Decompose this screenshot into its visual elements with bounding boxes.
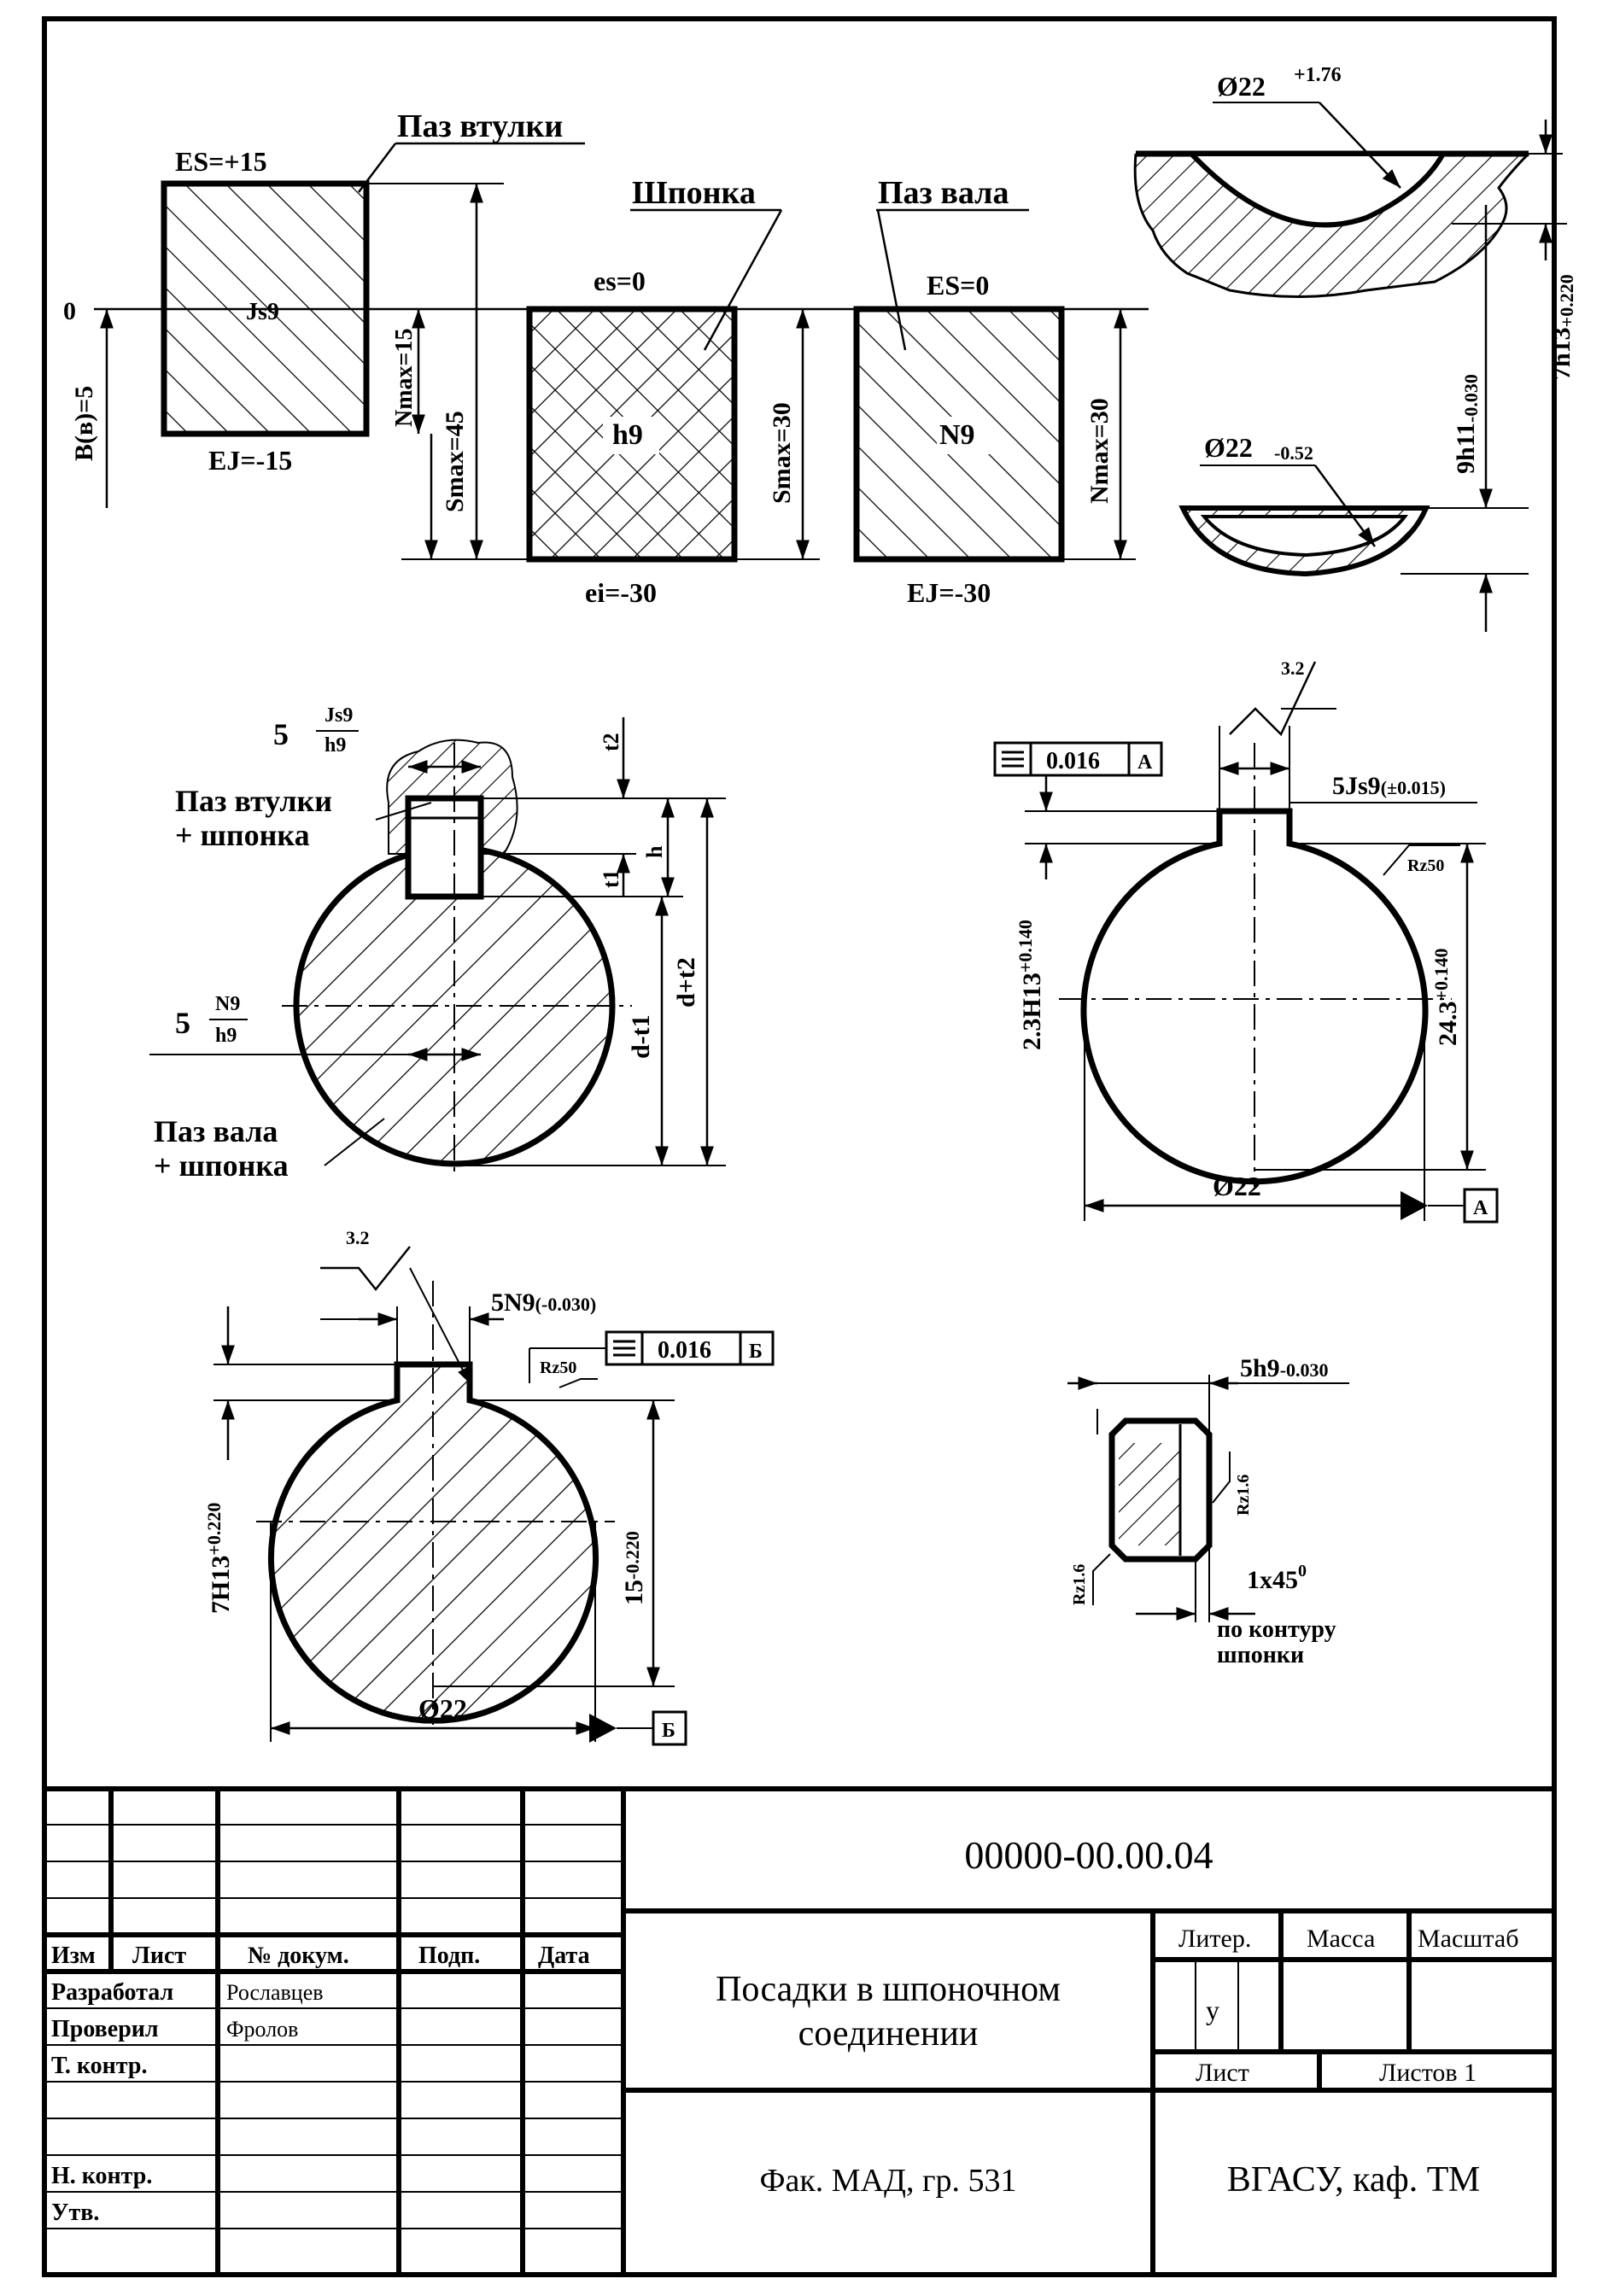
svg-text:h9: h9 xyxy=(325,734,346,757)
svg-text:ВГАСУ, каф. ТМ: ВГАСУ, каф. ТМ xyxy=(1227,2160,1480,2200)
svg-text:Н. контр.: Н. контр. xyxy=(51,2163,152,2189)
svg-text:2.3H13+0.140: 2.3H13+0.140 xyxy=(1015,920,1046,1050)
svg-text:+ шпонка: + шпонка xyxy=(154,1148,289,1183)
svg-text:Nmax=30: Nmax=30 xyxy=(1085,398,1114,504)
svg-text:7h13+0.220: 7h13+0.220 xyxy=(1547,274,1577,380)
ei-key: ei=-30 xyxy=(585,577,657,608)
svg-text:Т. контр.: Т. контр. xyxy=(51,2053,147,2079)
svg-text:Литер.: Литер. xyxy=(1178,1925,1251,1953)
svg-text:0.016: 0.016 xyxy=(1046,748,1100,774)
svg-text:шпонки: шпонки xyxy=(1217,1642,1304,1668)
svg-text:+1.76: +1.76 xyxy=(1294,64,1342,86)
key-section: 5h9-0.030 Rz1.6 Rz1.6 1x450 по контуру ш… xyxy=(1067,1354,1349,1668)
svg-text:Рославцев: Рославцев xyxy=(226,1980,324,2005)
svg-text:Б: Б xyxy=(662,1720,675,1742)
tolerance-fields-diagram: 0 B(в)=5 Js9 ES=+15 EJ=-15 Паз втулки h9… xyxy=(63,108,1149,608)
svg-text:Фак. МАД, гр. 531: Фак. МАД, гр. 531 xyxy=(759,2163,1016,2199)
svg-text:5Js9(±0.015): 5Js9(±0.015) xyxy=(1332,772,1446,800)
svg-text:24.3+0.140: 24.3+0.140 xyxy=(1430,948,1462,1046)
bushing-section: 3.2 5Js9(±0.015) 0.016 A 2.3H13+0.140 Rz… xyxy=(993,657,1499,1224)
svg-text:h9: h9 xyxy=(215,1025,237,1047)
key-title: Шпонка xyxy=(632,175,756,211)
svg-text:Изм: Изм xyxy=(51,1943,96,1969)
drawing-frame xyxy=(42,16,1557,2277)
bushing-slot-title: Паз втулки xyxy=(397,108,563,144)
svg-text:A: A xyxy=(1473,1197,1488,1219)
svg-text:5: 5 xyxy=(273,717,289,751)
svg-text:Smax=30: Smax=30 xyxy=(768,402,796,504)
b-dimension: B(в)=5 xyxy=(70,309,114,508)
js9-label: Js9 xyxy=(246,299,279,325)
svg-text:Smax=45: Smax=45 xyxy=(441,411,469,512)
es-key: es=0 xyxy=(594,266,646,296)
svg-text:Js9: Js9 xyxy=(325,704,353,727)
svg-text:Подп.: Подп. xyxy=(418,1943,480,1969)
svg-text:3.2: 3.2 xyxy=(1281,657,1305,679)
svg-text:t1: t1 xyxy=(599,869,623,888)
svg-text:у: у xyxy=(1206,1995,1219,2025)
svg-text:Утв.: Утв. xyxy=(51,2200,99,2226)
zero-label: 0 xyxy=(63,297,76,325)
js9-field xyxy=(161,180,370,437)
svg-text:Проверил: Проверил xyxy=(51,2016,159,2042)
svg-text:Rz50: Rz50 xyxy=(540,1358,576,1377)
svg-text:№ докум.: № докум. xyxy=(248,1943,349,1969)
svg-text:по контуру: по контуру xyxy=(1217,1616,1336,1643)
title-block: Изм Лист № докум. Подп. Дата Разработал … xyxy=(44,1786,1554,2275)
symmetry-tolerance-frame-a: 0.016 A xyxy=(993,741,1163,811)
es-shaft: ES=0 xyxy=(927,270,989,301)
svg-text:B(в)=5: B(в)=5 xyxy=(70,386,98,461)
svg-text:Б: Б xyxy=(749,1341,763,1363)
svg-text:h: h xyxy=(642,845,667,858)
svg-text:Паз вала: Паз вала xyxy=(154,1114,278,1148)
svg-text:Масса: Масса xyxy=(1307,1925,1375,1953)
svg-text:Посадки в шпоночном: Посадки в шпоночном xyxy=(716,1970,1061,2009)
ej-bushing: EJ=-15 xyxy=(208,445,292,476)
svg-text:d+t2: d+t2 xyxy=(672,957,700,1008)
assembly-section: 5 Js9 h9 Паз втулки + шпонка 5 N9 h9 Паз… xyxy=(149,704,726,1183)
svg-text:Паз втулки: Паз втулки xyxy=(175,784,332,818)
svg-text:Rz1.6: Rz1.6 xyxy=(1234,1475,1253,1516)
svg-text:t2: t2 xyxy=(599,733,623,751)
svg-text:1x450: 1x450 xyxy=(1247,1562,1307,1594)
svg-text:9h11-0.030: 9h11-0.030 xyxy=(1452,374,1482,474)
svg-text:Разработал: Разработал xyxy=(51,1979,173,2006)
svg-text:Лист: Лист xyxy=(1196,2059,1249,2087)
svg-text:+ шпонка: + шпонка xyxy=(175,818,310,852)
svg-text:7H13+0.220: 7H13+0.220 xyxy=(203,1503,235,1614)
svg-text:Ø22: Ø22 xyxy=(418,1693,467,1724)
svg-text:3.2: 3.2 xyxy=(346,1227,370,1248)
h9-label: h9 xyxy=(612,419,643,451)
svg-text:5: 5 xyxy=(175,1006,190,1040)
svg-text:15-0.220: 15-0.220 xyxy=(620,1531,648,1605)
svg-text:Rz1.6: Rz1.6 xyxy=(1070,1564,1089,1605)
svg-text:5N9(-0.030): 5N9(-0.030) xyxy=(491,1288,596,1317)
svg-text:Ø22: Ø22 xyxy=(1217,71,1266,102)
svg-text:соединении: соединении xyxy=(798,2014,979,2054)
svg-text:5h9-0.030: 5h9-0.030 xyxy=(1240,1354,1329,1382)
svg-text:Лист: Лист xyxy=(132,1943,186,1969)
symmetry-tolerance-frame-b: 0.016 Б xyxy=(529,1330,775,1383)
document-number: 00000-00.00.04 xyxy=(964,1833,1213,1877)
svg-text:Ø22: Ø22 xyxy=(1204,432,1253,463)
shaft-slot-title: Паз вала xyxy=(878,175,1009,211)
svg-text:Листов 1: Листов 1 xyxy=(1379,2059,1477,2087)
svg-text:-0.52: -0.52 xyxy=(1274,442,1313,464)
es-bushing: ES=+15 xyxy=(175,146,267,177)
svg-text:N9: N9 xyxy=(215,993,240,1015)
shaft-section: 3.2 5N9(-0.030) 0.016 Б Rz50 7H13+0.220 xyxy=(203,1227,775,1746)
svg-text:Масштаб: Масштаб xyxy=(1418,1925,1518,1953)
svg-text:Дата: Дата xyxy=(538,1943,590,1969)
svg-text:Ø22: Ø22 xyxy=(1213,1171,1261,1201)
n9-label: N9 xyxy=(939,419,975,451)
ej-shaft: EJ=-30 xyxy=(907,577,991,608)
svg-text:Nmax=15: Nmax=15 xyxy=(391,329,418,428)
svg-text:A: A xyxy=(1137,751,1153,774)
segment-key-sketches: Ø22 +1.76 7h13+0.220 Ø22 -0.52 9h11-0.03… xyxy=(1133,64,1577,632)
svg-text:d-t1: d-t1 xyxy=(627,1014,655,1059)
svg-text:Rz50: Rz50 xyxy=(1407,856,1444,875)
svg-text:0.016: 0.016 xyxy=(658,1337,711,1364)
svg-text:Фролов: Фролов xyxy=(226,2017,298,2042)
